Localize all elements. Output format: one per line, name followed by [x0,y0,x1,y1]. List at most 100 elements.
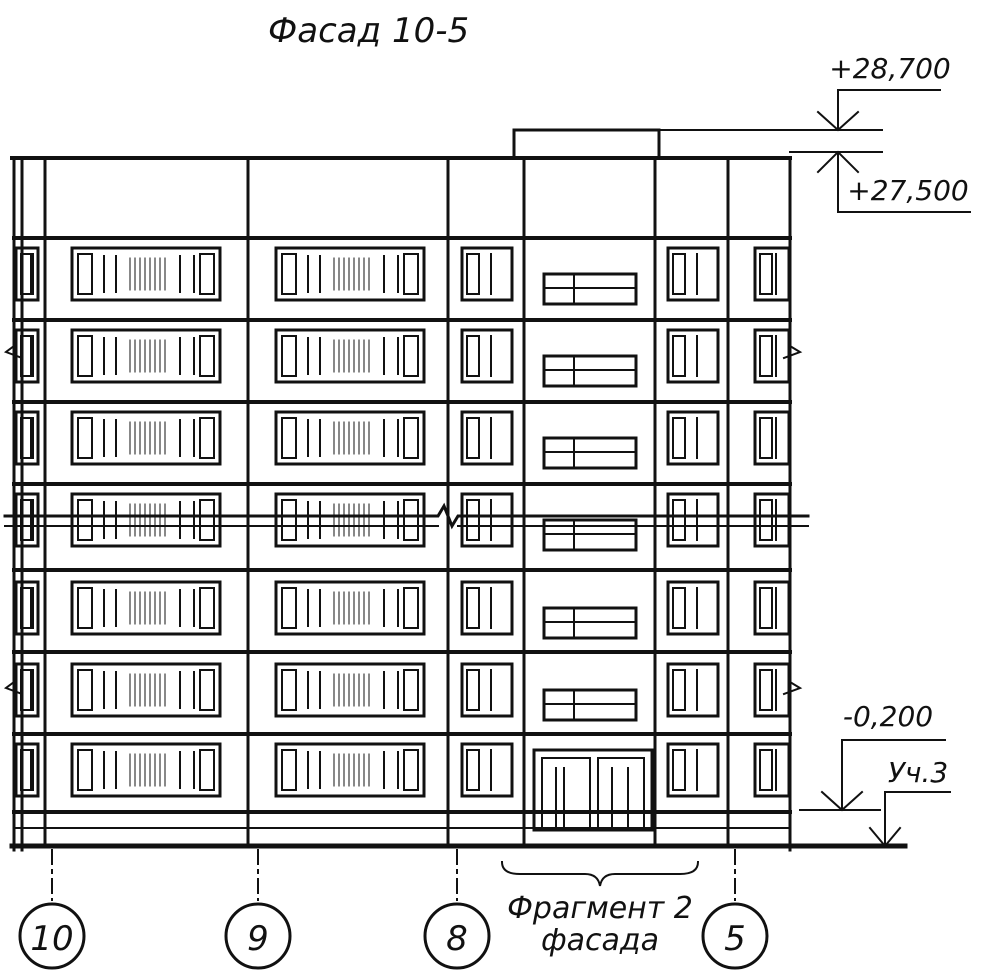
window [77,417,93,459]
window [666,410,720,466]
window [460,662,514,718]
window [672,417,686,459]
window [274,662,426,718]
level-marker-parapet [816,150,971,213]
window [274,742,426,798]
window [672,499,686,541]
window [70,742,222,798]
break-line [3,502,810,530]
window [403,587,419,629]
window [199,749,215,791]
window [403,417,419,459]
window [274,492,426,548]
window [753,328,791,384]
window [759,749,773,791]
window [753,492,791,548]
window [70,492,222,548]
window [403,335,419,377]
window [753,246,791,302]
window [14,492,40,548]
axis-marker-5 [701,902,769,970]
window [466,253,480,295]
window [672,669,686,711]
level-label-ground: -0,200 [843,700,933,733]
window [759,499,773,541]
window [77,749,93,791]
window [403,253,419,295]
window [281,749,297,791]
window [20,749,34,791]
window [274,410,426,466]
window [14,662,40,718]
window [14,580,40,636]
window [753,742,791,798]
level-label-parapet: +27,500 [847,174,968,207]
window [70,662,222,718]
level-marker-ground [799,739,946,812]
window [666,492,720,548]
window [281,499,297,541]
level-label-roof-top: +28,700 [829,52,950,85]
fragment-note-line1: Фрагмент 2 [507,891,693,926]
window [759,417,773,459]
window [753,662,791,718]
window [20,499,34,541]
window [466,417,480,459]
window [281,587,297,629]
window [759,253,773,295]
window [281,417,297,459]
window [759,669,773,711]
floor-joints [12,236,792,829]
window [666,580,720,636]
window [466,499,480,541]
window [666,246,720,302]
window [672,749,686,791]
window [666,328,720,384]
axis-label-5: 5 [724,919,746,959]
axis-label-10: 10 [30,919,73,959]
window [666,742,720,798]
window [403,749,419,791]
window [77,253,93,295]
window [20,335,34,377]
window [70,410,222,466]
axis-marker-9 [224,902,292,970]
window [460,742,514,798]
window [20,669,34,711]
drawing-title: Фасад 10-5 [268,11,469,51]
axis-lines [51,849,736,901]
window [466,669,480,711]
window [753,580,791,636]
roof-machine-room [512,128,661,160]
window [281,253,297,295]
window [672,253,686,295]
window [199,499,215,541]
window [672,587,686,629]
window [274,246,426,302]
window [753,410,791,466]
window [281,669,297,711]
window [14,246,40,302]
window [460,328,514,384]
window [466,335,480,377]
window [70,246,222,302]
window [466,749,480,791]
window [460,410,514,466]
window [70,328,222,384]
fragment-brace [500,860,700,887]
level-marker-roof-top [816,89,941,132]
panel-joints [43,156,730,848]
window [672,335,686,377]
window [70,580,222,636]
window [666,662,720,718]
window [199,669,215,711]
right-break-symbol-top [782,344,803,360]
window [77,587,93,629]
window [460,580,514,636]
window [20,587,34,629]
window [14,742,40,798]
window [20,253,34,295]
entrance-door [532,748,654,832]
window [466,587,480,629]
fragment-note-line2: фасада [541,923,659,958]
